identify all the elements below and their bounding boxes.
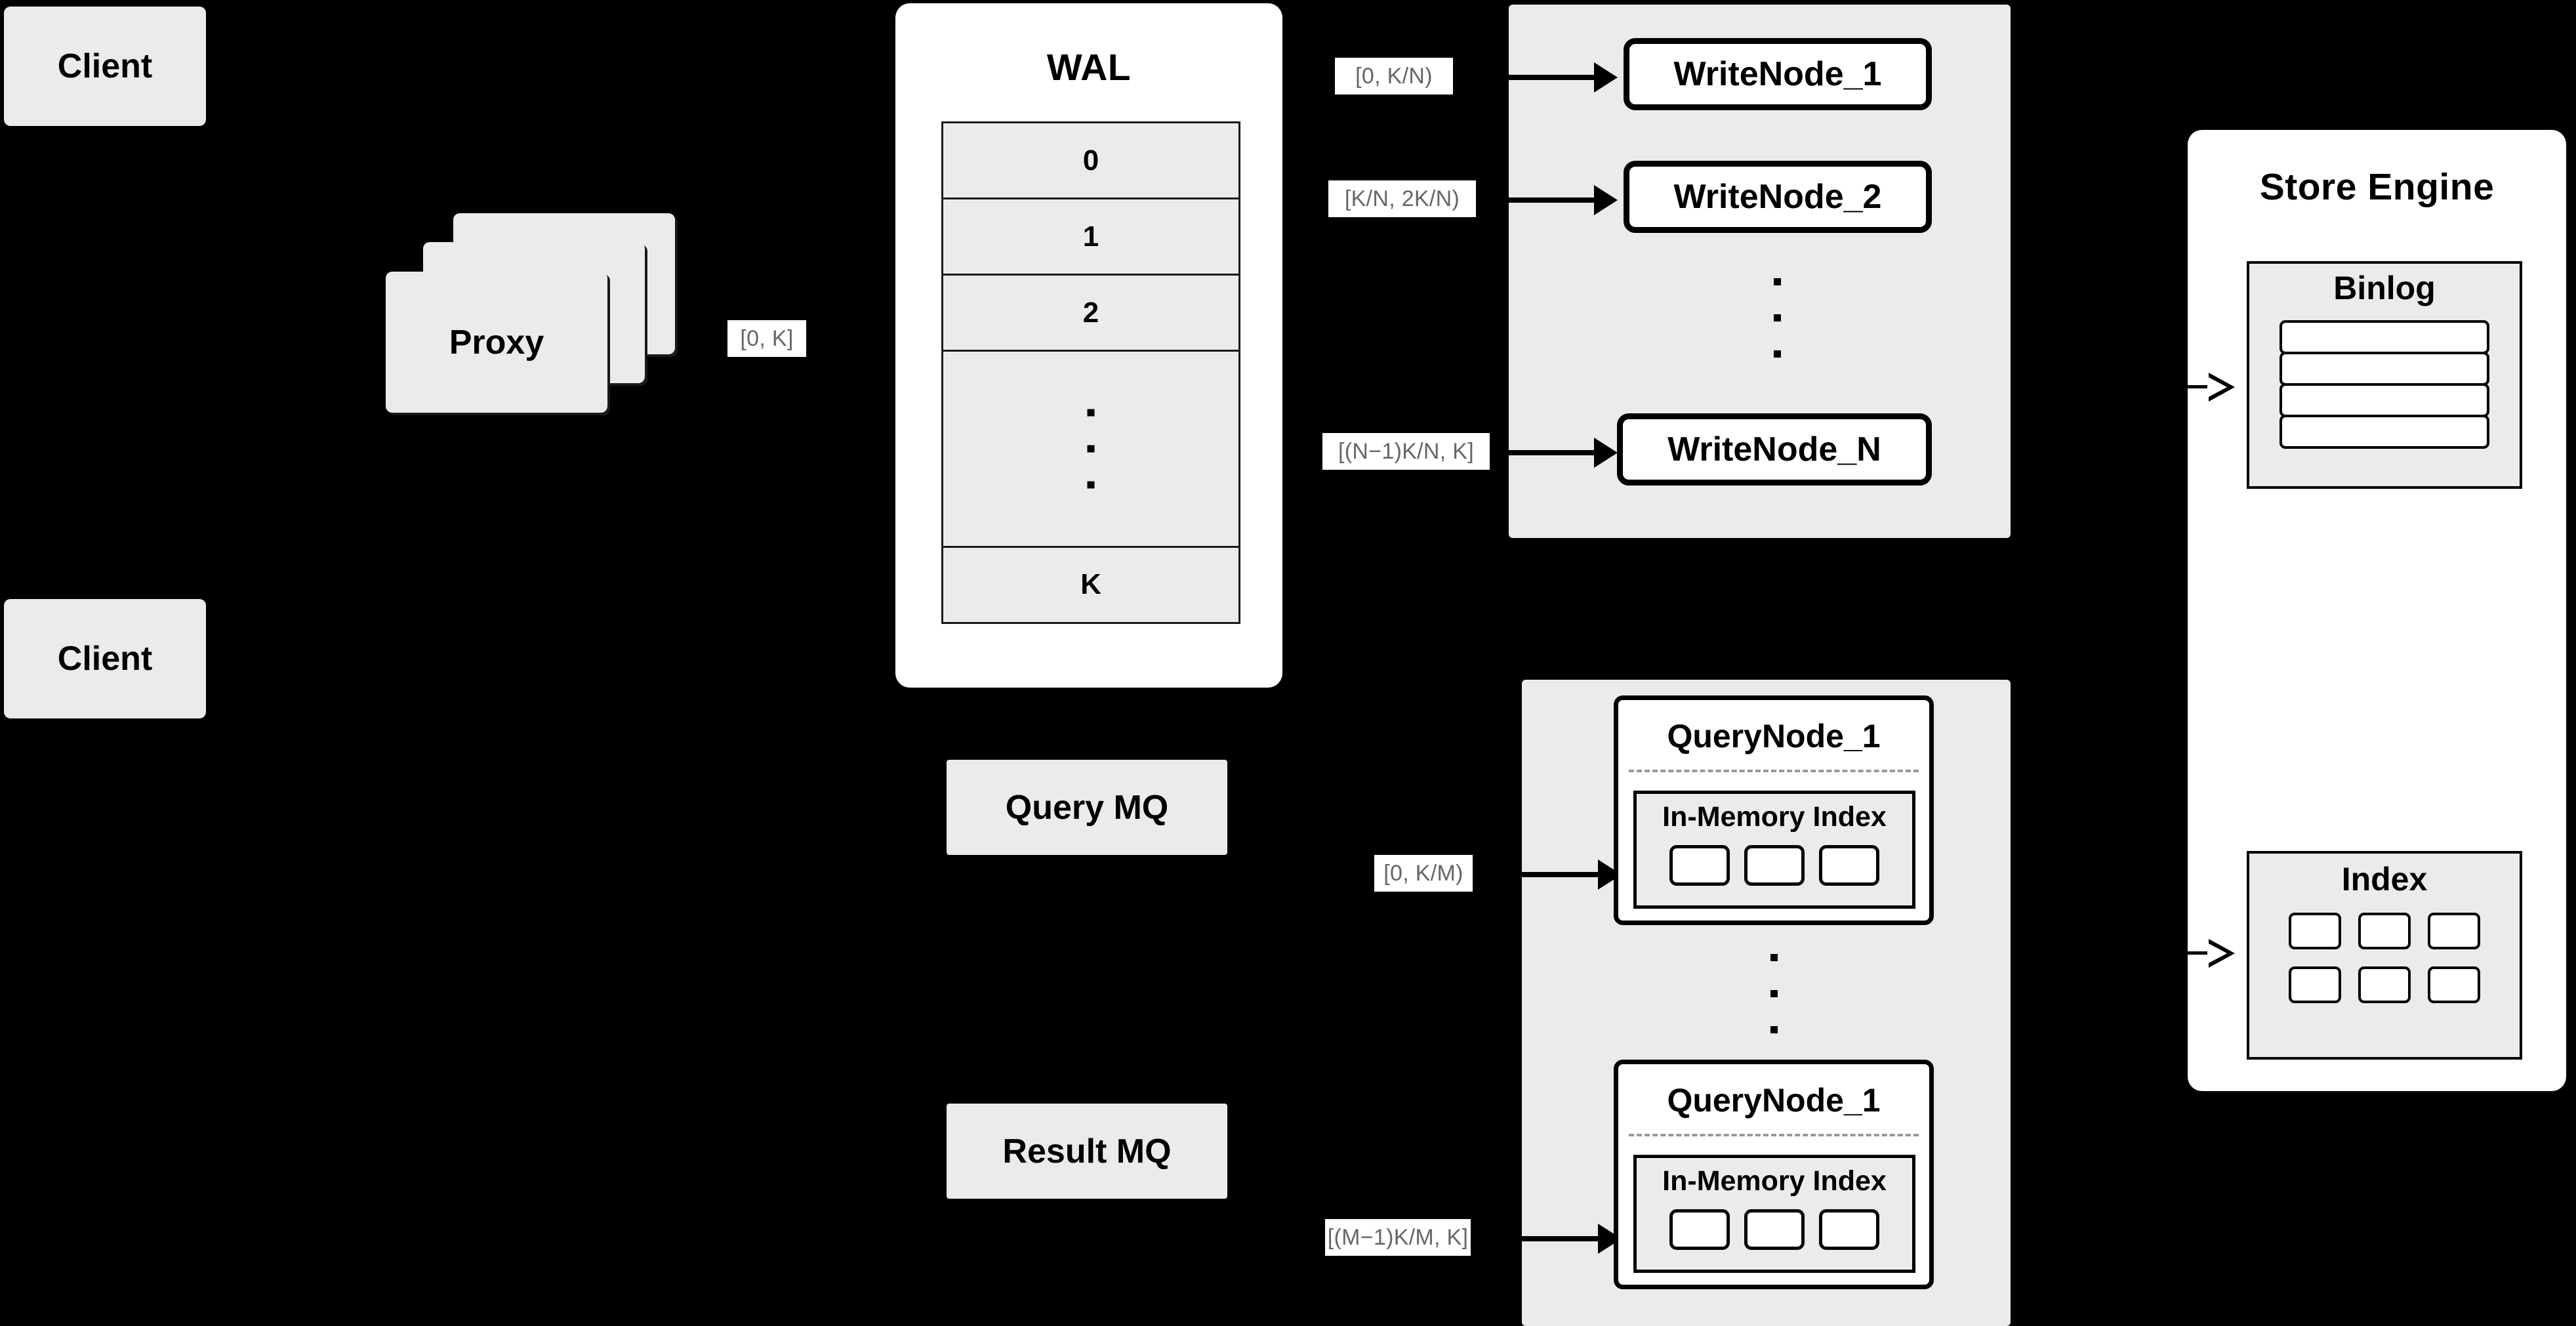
querynode-2-memory-index-box: In-Memory Index xyxy=(1633,1155,1915,1273)
writenode-n-range-label: [(N−1)K/N, K] xyxy=(1322,433,1490,470)
index-chip xyxy=(2428,913,2480,949)
index-block: Index xyxy=(2247,851,2522,1060)
writenode-1-arrow-line xyxy=(1453,75,1597,80)
querynode-2-range-label: [(M−1)K/M, K] xyxy=(1325,1219,1471,1256)
write-cluster-vertical-dots-icon xyxy=(1774,278,1781,358)
writenode-1-arrow-head-icon xyxy=(1594,62,1618,93)
querynode-2-memory-index-label: In-Memory Index xyxy=(1662,1165,1887,1197)
wal-title: WAL xyxy=(1046,47,1132,89)
client-label-2: Client xyxy=(57,640,153,678)
binlog-row xyxy=(2280,352,2489,386)
result-mq-box[interactable]: Result MQ xyxy=(947,1104,1227,1199)
writenode-n-arrow-line xyxy=(1490,450,1597,455)
writenode-n-box[interactable]: WriteNode_N xyxy=(1617,413,1932,486)
writenode-1-box[interactable]: WriteNode_1 xyxy=(1624,38,1932,110)
querynode-1-memory-index-label: In-Memory Index xyxy=(1662,801,1887,833)
index-title: Index xyxy=(2341,861,2428,898)
querynode-2-index-chip xyxy=(1744,1209,1805,1250)
binlog-row xyxy=(2280,383,2489,417)
writenode-1-range-label: [0, K/N) xyxy=(1335,58,1453,94)
writenode-2-box[interactable]: WriteNode_2 xyxy=(1624,161,1932,233)
wal-row-ellipsis xyxy=(943,352,1238,548)
querynode-1-index-chip xyxy=(1669,845,1730,886)
querynode-2-label: QueryNode_1 xyxy=(1667,1082,1881,1119)
binlog-row xyxy=(2280,320,2489,354)
index-inbound-arrow-head-icon xyxy=(2207,939,2235,968)
client-box-2[interactable]: Client xyxy=(4,599,206,718)
index-chip xyxy=(2289,966,2341,1003)
writenode-2-arrow-line xyxy=(1476,197,1597,203)
binlog-row xyxy=(2280,415,2489,449)
client-box-1[interactable]: Client xyxy=(4,7,206,126)
querynode-2-index-chip xyxy=(1669,1209,1730,1250)
client-label-1: Client xyxy=(57,47,153,85)
query-mq-label: Query MQ xyxy=(1005,788,1169,827)
index-chip xyxy=(2358,966,2411,1003)
query-mq-box[interactable]: Query MQ xyxy=(947,760,1227,855)
querynode-1-separator xyxy=(1629,770,1919,772)
writenode-n-label: WriteNode_N xyxy=(1667,430,1881,468)
wal-row-1: 1 xyxy=(943,199,1238,276)
proxy-output-range-label: [0, K] xyxy=(727,320,806,357)
querynode-1-memory-index-box: In-Memory Index xyxy=(1633,791,1915,909)
result-mq-label: Result MQ xyxy=(1002,1132,1172,1171)
store-engine-title: Store Engine xyxy=(2259,166,2495,208)
wal-row-k: K xyxy=(1080,568,1101,601)
query-cluster-vertical-dots-icon xyxy=(1770,954,1778,1033)
querynode-1-label: QueryNode_1 xyxy=(1667,718,1881,755)
binlog-block: Binlog xyxy=(2247,261,2522,489)
wal-row-0: 0 xyxy=(943,123,1238,200)
proxy-box[interactable]: Proxy xyxy=(386,272,607,413)
writenode-2-label: WriteNode_2 xyxy=(1673,178,1882,216)
binlog-inbound-arrow-line xyxy=(2175,385,2209,388)
querynode-1-arrow-line xyxy=(1473,872,1601,877)
querynode-2-arrow-line xyxy=(1471,1236,1601,1241)
querynode-1-index-chip xyxy=(1819,845,1879,886)
wal-row-2: 2 xyxy=(943,276,1238,352)
querynode-2-index-chip xyxy=(1819,1209,1879,1250)
index-chip xyxy=(2289,913,2341,949)
writenode-n-arrow-head-icon xyxy=(1594,438,1618,468)
index-inbound-arrow-line xyxy=(2175,951,2209,955)
writenode-1-label: WriteNode_1 xyxy=(1673,55,1882,93)
querynode-2-separator xyxy=(1629,1134,1919,1136)
writenode-2-arrow-head-icon xyxy=(1594,185,1618,215)
querynode-1-index-chip xyxy=(1744,845,1805,886)
wal-table: 0 1 2 K xyxy=(941,121,1240,624)
index-chip xyxy=(2358,913,2411,949)
index-chip xyxy=(2428,966,2480,1003)
binlog-inbound-arrow-head-icon xyxy=(2207,373,2235,402)
wal-vertical-dots-icon xyxy=(1087,409,1095,489)
proxy-label: Proxy xyxy=(449,323,544,362)
binlog-title: Binlog xyxy=(2333,270,2436,306)
querynode-1-range-label: [0, K/M) xyxy=(1374,855,1473,892)
writenode-2-range-label: [K/N, 2K/N) xyxy=(1328,180,1476,217)
